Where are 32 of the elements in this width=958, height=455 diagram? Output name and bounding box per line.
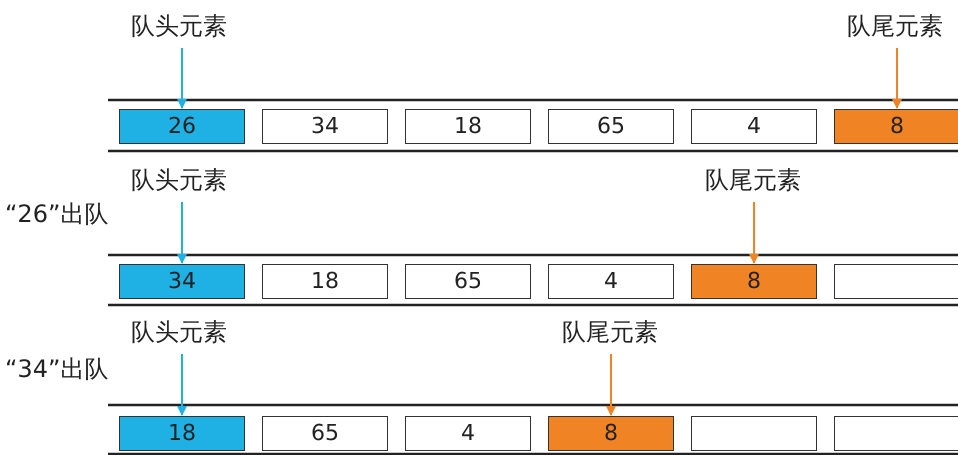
empty-cell — [834, 416, 958, 451]
queue-cell: 4 — [548, 264, 674, 299]
queue-cell: 65 — [548, 109, 674, 144]
arrow — [177, 354, 187, 416]
arrow — [749, 202, 759, 264]
pointer-label: 队头元素 — [131, 166, 227, 194]
empty-cell — [691, 416, 817, 451]
queue-cell: 26 — [119, 109, 245, 144]
arrow — [177, 202, 187, 264]
pointer-label: 队尾元素 — [847, 12, 943, 40]
queue-cell: 65 — [262, 416, 388, 451]
queue-cell: 18 — [119, 416, 245, 451]
queue-cell: 4 — [691, 109, 817, 144]
queue-cell: 65 — [405, 264, 531, 299]
queue-cell: 34 — [262, 109, 388, 144]
arrow — [606, 354, 616, 416]
pointer-label: 队尾元素 — [562, 318, 658, 346]
dequeue-note: “26”出队 — [5, 200, 108, 228]
queue-cell: 34 — [119, 264, 245, 299]
arrow — [177, 48, 187, 109]
queue-cell: 8 — [548, 416, 674, 451]
pointer-label: 队头元素 — [131, 318, 227, 346]
dequeue-note: “34”出队 — [5, 355, 108, 383]
arrow — [892, 48, 902, 109]
pointer-label: 队尾元素 — [705, 166, 801, 194]
queue-cell: 4 — [405, 416, 531, 451]
queue-cell: 18 — [262, 264, 388, 299]
empty-cell — [834, 264, 958, 299]
queue-cell: 8 — [834, 109, 958, 144]
queue-cell: 8 — [691, 264, 817, 299]
queue-cell: 18 — [405, 109, 531, 144]
pointer-label: 队头元素 — [131, 12, 227, 40]
